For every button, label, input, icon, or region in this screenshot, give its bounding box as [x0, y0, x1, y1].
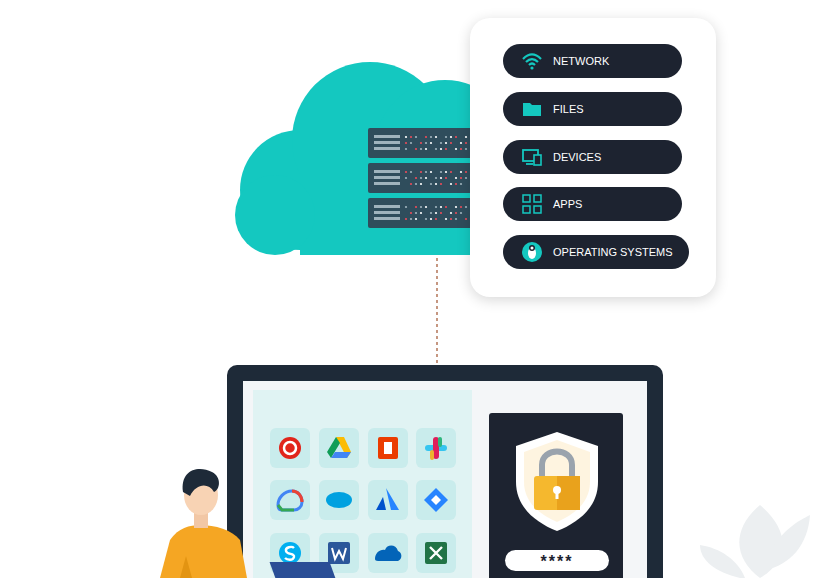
menu-icon [521, 194, 543, 214]
person [160, 469, 337, 578]
menu-icon [521, 147, 543, 167]
menu-pill: NETWORK [503, 44, 682, 78]
menu-label: DEVICES [553, 140, 601, 174]
menu-icon [521, 51, 543, 71]
app-panel [253, 390, 472, 578]
app-icons [270, 428, 456, 573]
menu-label: OPERATING SYSTEMS [553, 235, 673, 269]
menu-label: FILES [553, 92, 584, 126]
dashed-link [436, 258, 437, 364]
plant [700, 505, 810, 578]
password-field: **** [505, 550, 609, 571]
monitor-frame [227, 365, 663, 578]
menu-pill: FILES [503, 92, 682, 126]
server-rack [368, 128, 480, 228]
password-mask: **** [505, 550, 609, 573]
lock-panel [489, 413, 623, 578]
menu-pill: DEVICES [503, 140, 682, 174]
menu-pill: APPS [503, 187, 682, 221]
menu-icon [521, 242, 543, 262]
menu-label: APPS [553, 187, 582, 221]
menu-pill: OPERATING SYSTEMS [503, 235, 689, 269]
shield-lock [516, 432, 598, 531]
menu-label: NETWORK [553, 44, 609, 78]
menu-icon [521, 99, 543, 119]
